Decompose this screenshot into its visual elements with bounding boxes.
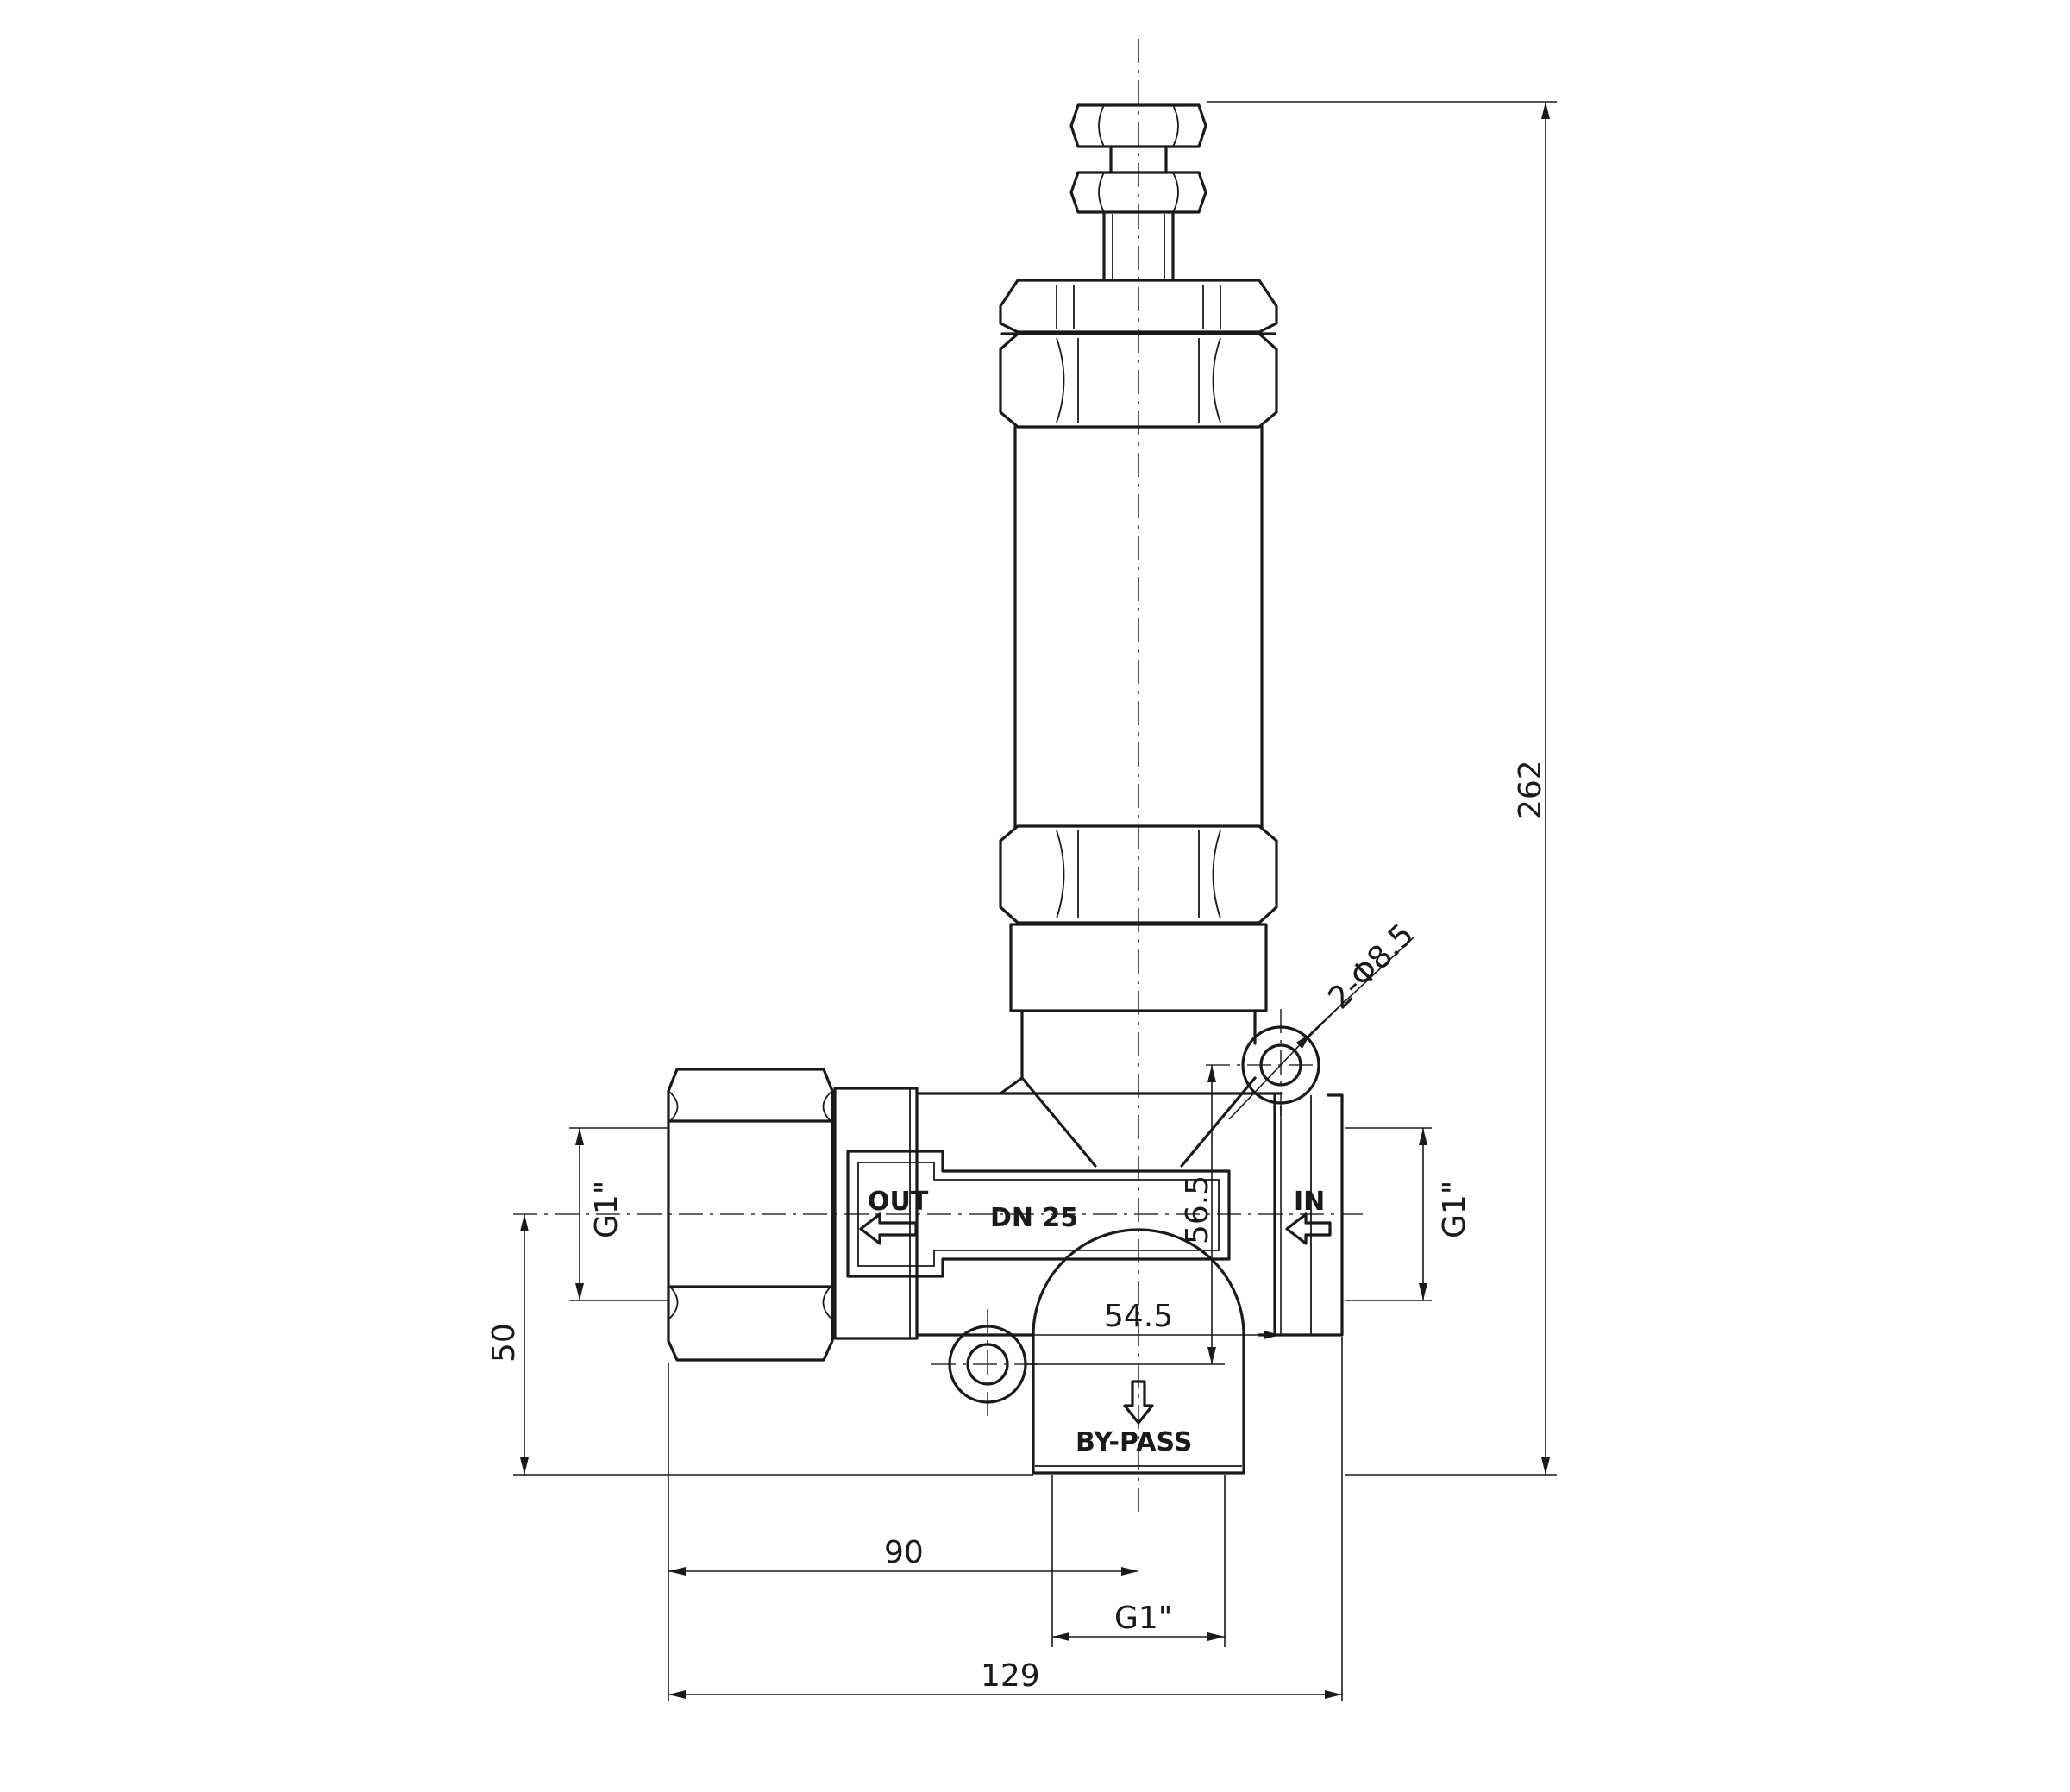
- nameplate: [846, 1150, 1231, 1278]
- dimension-hole-spacing: 54.5: [949, 1106, 1282, 1339]
- dn-size-label: DN 25: [990, 1203, 1078, 1233]
- lower-hex-nut: [999, 824, 1278, 924]
- cap-nut-main: [999, 332, 1278, 429]
- dimension-axis-height: 50: [486, 1214, 1033, 1476]
- out-label: OUT: [868, 1187, 929, 1217]
- dim-axis-to-outlet-text: 90: [884, 1535, 924, 1570]
- lock-nut-top: [1070, 103, 1208, 148]
- dim-hole-spec-text: 2-Φ8.5: [1321, 917, 1421, 1016]
- out-arrow-icon: [859, 1212, 918, 1245]
- in-arrow-icon: [1285, 1212, 1332, 1245]
- bypass-arrow-icon: [1123, 1380, 1154, 1425]
- mounting-hole-left: [948, 1325, 1027, 1404]
- dim-total-width-text: 129: [981, 1658, 1040, 1694]
- dim-total-height-text: 262: [1513, 760, 1548, 819]
- dimension-total-width: 129: [668, 1337, 1343, 1701]
- outlet-fitting: [667, 1068, 919, 1362]
- dim-axis-height-text: 50: [486, 1323, 522, 1363]
- dimension-axis-to-outlet: 90: [668, 1363, 1138, 1701]
- dim-hole-offset-text: 56.5: [1180, 1175, 1215, 1244]
- dim-hole-spacing-text: 54.5: [1104, 1299, 1173, 1334]
- dimension-total-height: 262: [1208, 101, 1557, 1476]
- valve-neck: [999, 923, 1268, 1168]
- in-label: IN: [1294, 1187, 1325, 1217]
- bypass-port: [1032, 1228, 1245, 1475]
- dimension-inlet-thread: G1": [1346, 1127, 1472, 1301]
- bypass-label: BY-PASS: [1076, 1427, 1192, 1457]
- dim-outlet-thread-text: G1": [589, 1181, 624, 1238]
- mounting-hole-right: [1241, 1025, 1320, 1105]
- dimension-hole-offset: 56.5: [1026, 1065, 1225, 1365]
- cap-nut-upper: [999, 279, 1278, 334]
- adjuster-stem: [1102, 145, 1175, 282]
- dimension-outlet-thread: G1": [569, 1127, 668, 1301]
- dim-inlet-thread-text: G1": [1437, 1181, 1472, 1238]
- dim-bypass-thread-text: G1": [1114, 1601, 1172, 1636]
- dimension-hole-spec: 2-Φ8.5: [1228, 917, 1421, 1120]
- dimension-bypass-thread: G1": [1051, 1475, 1226, 1647]
- spring-housing: [1013, 425, 1264, 830]
- lock-nut-bottom: [1070, 171, 1208, 214]
